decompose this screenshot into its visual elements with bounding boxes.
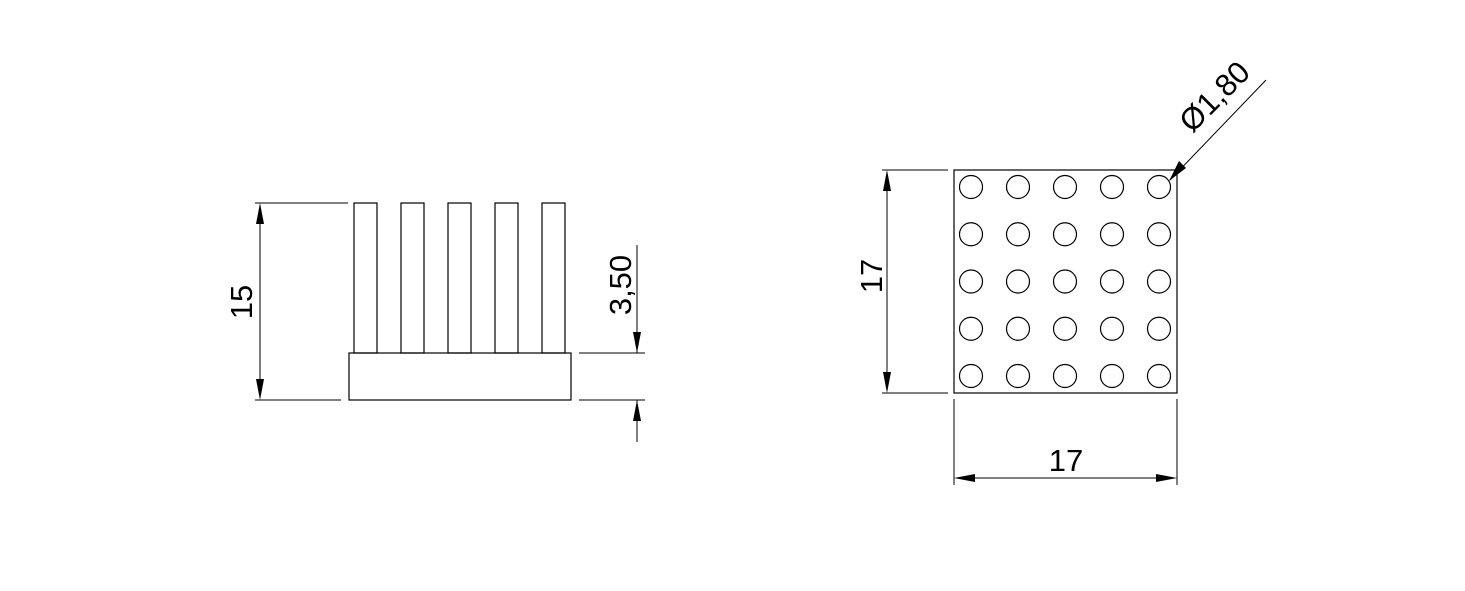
base-thickness-label: 3,50 bbox=[603, 255, 638, 315]
dimension-pin-diameter: Ø1,80 bbox=[1169, 54, 1267, 181]
side-pin bbox=[353, 202, 378, 354]
top-pin bbox=[1005, 174, 1031, 200]
side-pin bbox=[400, 202, 425, 354]
top-pin bbox=[1005, 363, 1031, 389]
arrowhead bbox=[954, 474, 975, 482]
top-pin bbox=[1005, 222, 1031, 247]
arrowhead bbox=[1156, 474, 1177, 482]
arrowhead bbox=[633, 332, 641, 353]
arrowhead bbox=[883, 372, 891, 393]
top-pin bbox=[958, 363, 984, 389]
top-view-pin-grid bbox=[958, 174, 1172, 389]
top-pin bbox=[1146, 174, 1172, 200]
pin-diameter-label: Ø1,80 bbox=[1172, 54, 1256, 138]
side-view-pins bbox=[353, 202, 566, 354]
dimension-top-width: 17 bbox=[953, 399, 1178, 485]
side-view: 15 3,50 bbox=[224, 202, 645, 442]
top-pin bbox=[958, 174, 984, 200]
arrowhead bbox=[883, 170, 891, 191]
top-pin bbox=[1052, 363, 1078, 389]
top-pin bbox=[1052, 222, 1078, 247]
side-pin bbox=[541, 202, 566, 354]
top-pin bbox=[1099, 363, 1125, 389]
arrowhead bbox=[1169, 161, 1186, 181]
dimension-top-height: 17 bbox=[854, 169, 948, 394]
top-pin bbox=[1146, 222, 1172, 247]
top-pin bbox=[1099, 222, 1125, 247]
dimension-base-thickness: 3,50 bbox=[579, 245, 645, 442]
top-pin bbox=[1099, 269, 1125, 294]
top-pin bbox=[958, 222, 984, 247]
top-pin bbox=[1005, 269, 1031, 294]
side-view-base bbox=[348, 352, 572, 401]
top-pin bbox=[1099, 174, 1125, 200]
top-pin bbox=[1146, 363, 1172, 389]
arrowhead bbox=[256, 379, 264, 400]
top-view-outline bbox=[953, 169, 1178, 394]
top-pin bbox=[1052, 174, 1078, 200]
top-pin bbox=[1052, 316, 1078, 341]
top-pin bbox=[958, 316, 984, 341]
top-pin bbox=[1052, 269, 1078, 294]
dimension-overall-height: 15 bbox=[224, 202, 348, 401]
arrowhead bbox=[633, 400, 641, 421]
top-pin bbox=[1099, 316, 1125, 341]
arrowhead bbox=[256, 203, 264, 224]
top-pin bbox=[1146, 269, 1172, 294]
top-view: 17 17 Ø1,80 bbox=[854, 54, 1267, 485]
side-pin bbox=[447, 202, 472, 354]
top-pin bbox=[1005, 316, 1031, 341]
top-width-label: 17 bbox=[1049, 443, 1083, 478]
side-pin bbox=[494, 202, 519, 354]
top-pin bbox=[958, 269, 984, 294]
top-height-label: 17 bbox=[854, 259, 889, 293]
overall-height-label: 15 bbox=[224, 285, 259, 319]
top-pin bbox=[1146, 316, 1172, 341]
